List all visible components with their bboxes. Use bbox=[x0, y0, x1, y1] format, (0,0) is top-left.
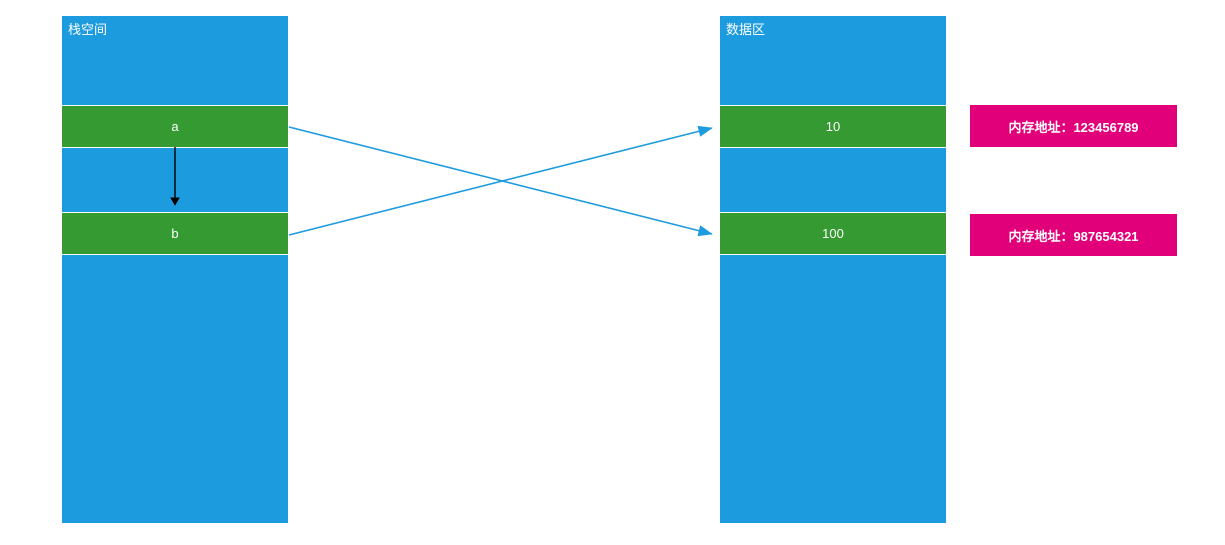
stack-column: 栈空间 a b bbox=[62, 16, 288, 523]
connector-b-to-10 bbox=[288, 125, 713, 236]
data-value-10[interactable]: 10 bbox=[720, 106, 946, 147]
stack-variable-a[interactable]: a bbox=[62, 106, 288, 147]
stack-variable-b[interactable]: b bbox=[62, 213, 288, 254]
stack-gap-2 bbox=[62, 255, 288, 523]
data-gap-2 bbox=[720, 255, 946, 523]
data-gap-1 bbox=[720, 148, 946, 212]
data-column: 数据区 10 100 bbox=[720, 16, 946, 523]
data-value-100[interactable]: 100 bbox=[720, 213, 946, 254]
memory-address-label-2: 内存地址：987654321 bbox=[970, 214, 1177, 256]
data-header-block: 数据区 bbox=[720, 16, 946, 105]
connector-a-to-100 bbox=[288, 126, 713, 237]
stack-gap-1 bbox=[62, 148, 288, 212]
memory-address-label-1: 内存地址：123456789 bbox=[970, 105, 1177, 147]
stack-header-block: 栈空间 bbox=[62, 16, 288, 105]
